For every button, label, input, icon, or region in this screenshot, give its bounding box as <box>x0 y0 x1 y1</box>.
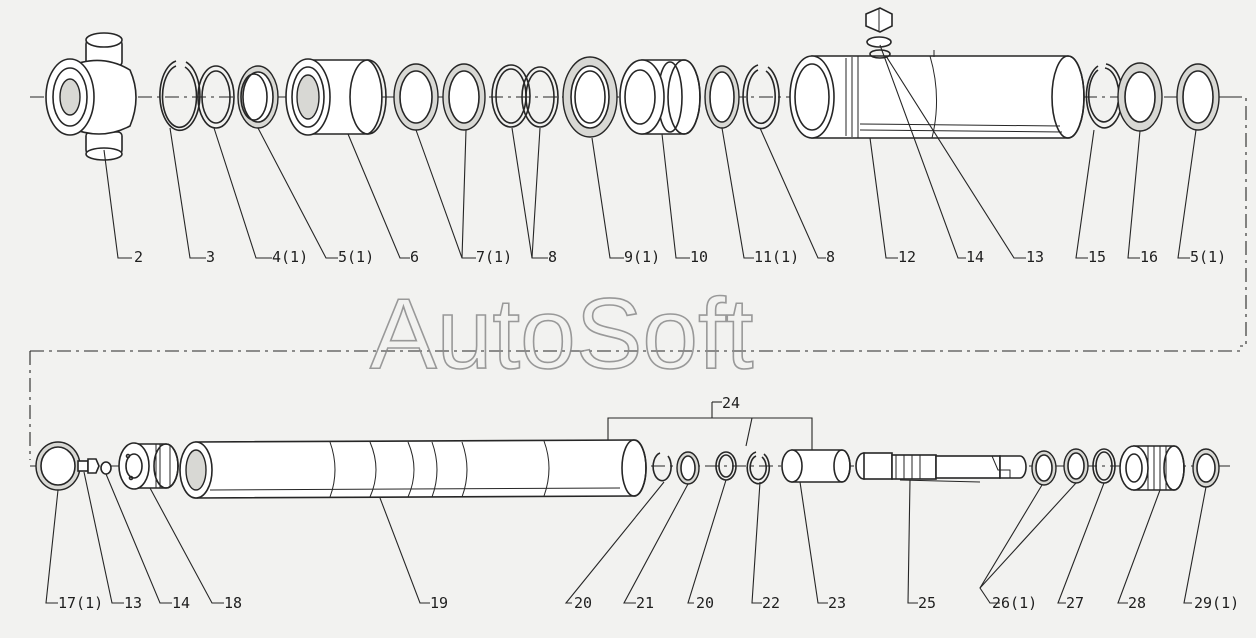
label-7: 7(1) <box>476 248 512 266</box>
part-15-snap-ring <box>1085 63 1124 129</box>
label-8: 8 <box>548 248 557 266</box>
part-26-ring-pair <box>1031 448 1089 486</box>
part-5-seal-b <box>1176 63 1220 131</box>
part-25-shaft <box>855 452 1027 483</box>
part-17-ring <box>35 441 81 491</box>
label-4: 4(1) <box>272 248 308 266</box>
part-28-nut <box>1119 445 1185 491</box>
label-5: 5(1) <box>338 248 374 266</box>
part-29-seal <box>1192 448 1220 488</box>
label-16: 16 <box>1140 248 1158 266</box>
label-14b: 14 <box>172 594 190 612</box>
part-8-ring-pair-a <box>491 64 559 128</box>
part-10-piston <box>619 59 701 135</box>
label-18: 18 <box>224 594 242 612</box>
part-16-ring <box>1117 62 1163 132</box>
label-20b: 20 <box>696 594 714 612</box>
part-21-ring <box>676 451 700 485</box>
part-12-outer-cylinder <box>789 50 1085 139</box>
part-18-end-cap <box>118 442 179 490</box>
label-8b: 8 <box>826 248 835 266</box>
label-5b: 5(1) <box>1190 248 1226 266</box>
label-23: 23 <box>828 594 846 612</box>
leader-lines-bottom <box>45 471 1207 604</box>
label-9: 9(1) <box>624 248 660 266</box>
part-11-ring <box>704 65 740 129</box>
labels-top: 2 3 4(1) 5(1) 6 7(1) 8 9(1) 10 11(1) 8 1… <box>134 248 1226 266</box>
label-17: 17(1) <box>58 594 103 612</box>
label-6: 6 <box>410 248 419 266</box>
part-2-cross-housing <box>45 32 137 161</box>
group-bracket-24 <box>607 401 813 450</box>
label-22: 22 <box>762 594 780 612</box>
label-25: 25 <box>918 594 936 612</box>
label-10: 10 <box>690 248 708 266</box>
label-12: 12 <box>898 248 916 266</box>
leader-lines-top <box>103 44 1197 259</box>
part-7-seal-rings <box>393 63 486 131</box>
part-20-ring-a <box>652 452 672 482</box>
label-24-group: 24 <box>722 394 740 412</box>
part-13-14-fitting-top <box>865 7 893 59</box>
part-13-fitting-bottom <box>77 458 100 474</box>
part-19-inner-cylinder <box>179 439 647 499</box>
label-27: 27 <box>1066 594 1084 612</box>
label-11: 11(1) <box>754 248 799 266</box>
label-29: 29(1) <box>1194 594 1239 612</box>
label-20: 20 <box>574 594 592 612</box>
part-6-bushing <box>285 58 387 136</box>
part-5-seal <box>237 65 279 129</box>
part-9-packing <box>562 56 618 138</box>
label-26: 26(1) <box>992 594 1037 612</box>
label-3: 3 <box>206 248 215 266</box>
label-28: 28 <box>1128 594 1146 612</box>
part-14-washer-bottom <box>100 461 112 475</box>
part-4-ring <box>197 65 235 129</box>
part-22-snap-ring <box>746 451 771 485</box>
label-19: 19 <box>430 594 448 612</box>
label-21: 21 <box>636 594 654 612</box>
labels-bottom: 17(1) 13 14 18 19 20 21 20 22 23 25 26(1… <box>58 394 1239 612</box>
label-13b: 13 <box>124 594 142 612</box>
label-13: 13 <box>1026 248 1044 266</box>
part-3-snap-ring <box>159 60 201 132</box>
part-23-sleeve <box>781 449 851 483</box>
part-8-ring-b <box>742 64 780 130</box>
label-15: 15 <box>1088 248 1106 266</box>
label-2: 2 <box>134 248 143 266</box>
watermark-text: AutoSoft <box>370 278 754 390</box>
label-14: 14 <box>966 248 984 266</box>
